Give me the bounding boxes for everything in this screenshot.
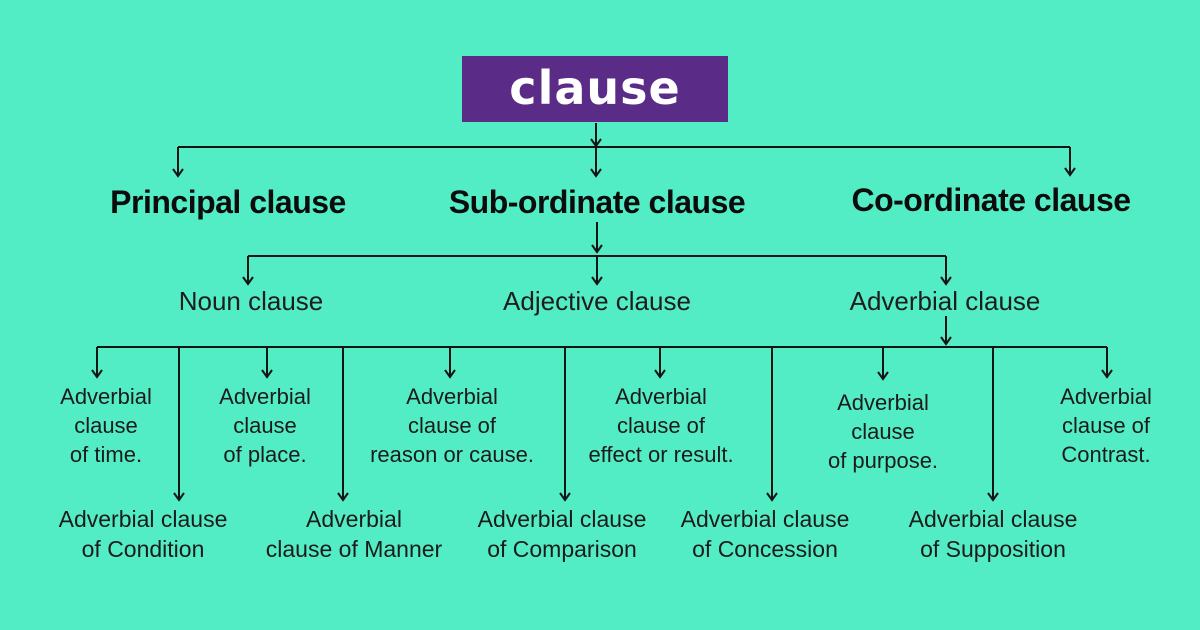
node-adverbial-clause-of-concession: Adverbial clause of Concession	[680, 506, 850, 562]
node-adverbial-clause-of-condition: Adverbial clause of Condition	[58, 506, 228, 562]
node-subordinate-clause: Sub-ordinate clause	[448, 184, 746, 220]
root-node-clause: clause	[462, 56, 728, 122]
node-principal-clause: Principal clause	[110, 184, 346, 220]
node-adverbial-clause-of-comparison: Adverbial clause of Comparison	[477, 506, 647, 562]
node-noun-clause: Noun clause	[178, 286, 324, 316]
node-coordinate-clause: Co-ordinate clause	[851, 182, 1131, 218]
node-adverbial-clause-of-contrast: Adverbial clause of Contrast.	[1060, 384, 1152, 467]
node-adverbial-clause-of-manner: Adverbial clause of Manner	[265, 506, 443, 562]
node-adverbial-clause-of-reason-or-cause: Adverbial clause of reason or cause.	[370, 384, 534, 467]
node-adverbial-clause: Adverbial clause	[849, 286, 1041, 316]
node-adverbial-clause-of-time: Adverbial clause of time.	[60, 384, 152, 467]
node-adverbial-clause-of-supposition: Adverbial clause of Supposition	[908, 506, 1078, 562]
node-adverbial-clause-of-effect-or-result: Adverbial clause of effect or result.	[588, 384, 734, 467]
node-adverbial-clause-of-purpose: Adverbial clause of purpose.	[827, 390, 939, 473]
node-adjective-clause: Adjective clause	[503, 286, 691, 316]
node-adverbial-clause-of-place: Adverbial clause of place.	[219, 384, 311, 467]
